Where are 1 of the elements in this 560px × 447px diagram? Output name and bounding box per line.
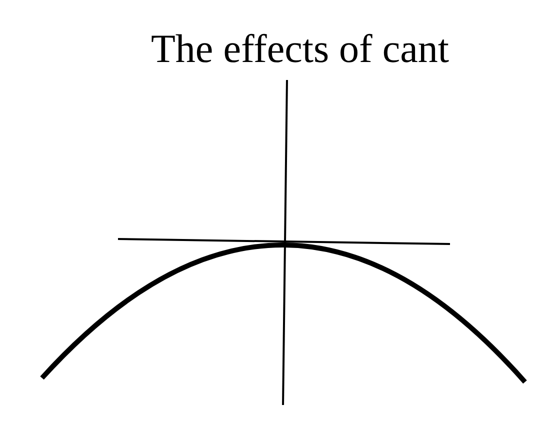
diagram-title: The effects of cant <box>151 26 449 72</box>
